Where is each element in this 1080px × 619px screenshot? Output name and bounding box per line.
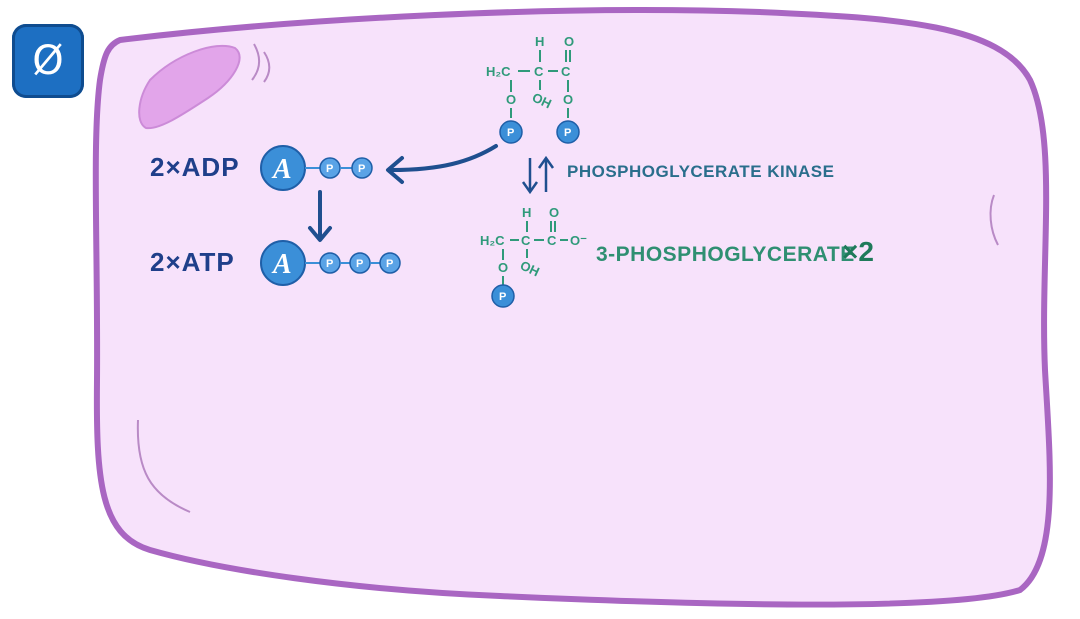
product-o-link: O (498, 260, 508, 275)
adp-phosphate-2 (351, 157, 373, 179)
phosphate-transfer-arrowhead (386, 156, 404, 184)
equilibrium-arrows (521, 155, 555, 195)
product-h-top: H (522, 205, 531, 220)
adp-molecule: A P P (260, 145, 373, 191)
atp-molecule: A P P P (260, 240, 401, 286)
adp-phosphate-1-label: P (326, 163, 333, 175)
product-c-carboxyl: C (547, 233, 557, 248)
reactant-molecule: H O H₂C C C O OH O P P (486, 34, 580, 144)
adp-label: 2×ADP (150, 152, 240, 182)
reactant-phosphate-1-label: P (507, 127, 514, 139)
reactant-phosphate-1 (499, 120, 523, 144)
enzyme-label: PHOSPHOGLYCERATE KINASE (567, 162, 835, 181)
product-h2c: H₂C (480, 233, 505, 248)
product-molecule: H O H₂C C C O⁻ O OH P (480, 205, 587, 308)
reactant-o-top: O (564, 34, 574, 49)
null-symbol: Ø (32, 38, 64, 84)
product-multiplier: ×2 (842, 236, 874, 267)
reactant-h-top: H (535, 34, 544, 49)
reactant-phosphate-2-label: P (564, 127, 571, 139)
atp-phosphate-1-label: P (326, 258, 333, 270)
atp-phosphate-3 (379, 252, 401, 274)
adp-phosphate-2-label: P (358, 163, 365, 175)
product-o-minus: O⁻ (570, 233, 587, 248)
membrane-curl-top (251, 43, 260, 81)
product-phosphate (491, 284, 515, 308)
reactant-c-middle: C (534, 64, 544, 79)
reactant-o-link: O (506, 92, 516, 107)
product-label: 3-PHOSPHOGLYCERATE (596, 243, 855, 266)
adp-adenosine-label: A (271, 154, 292, 185)
reactant-c-carboxyl: C (561, 64, 571, 79)
product-oh: OH (518, 258, 542, 280)
membrane-curl-top2 (263, 51, 271, 83)
organelle-blob (138, 44, 241, 130)
product-o-top: O (549, 205, 559, 220)
reactant-o-link2: O (563, 92, 573, 107)
reactant-phosphate-2 (556, 120, 580, 144)
phosphate-transfer-arrow (390, 144, 498, 172)
product-c-middle: C (521, 233, 531, 248)
reactant-oh: OH (530, 90, 554, 112)
adp-to-atp-arrowhead (308, 226, 332, 242)
atp-phosphate-2-label: P (356, 258, 363, 270)
atp-label: 2×ATP (150, 247, 235, 277)
atp-adenosine-label: A (271, 249, 292, 280)
product-phosphate-label: P (499, 291, 506, 303)
membrane-curl-bottom (136, 419, 191, 513)
null-symbol-badge: Ø (12, 24, 84, 98)
membrane-curl-right (989, 194, 999, 246)
reactant-h2c: H₂C (486, 64, 511, 79)
atp-phosphate-3-label: P (386, 258, 393, 270)
